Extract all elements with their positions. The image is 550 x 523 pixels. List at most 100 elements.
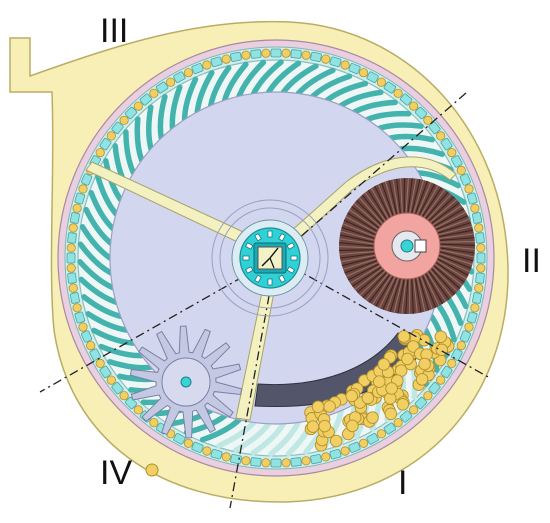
ring-cell xyxy=(191,441,204,453)
ring-ball xyxy=(221,452,231,462)
vane xyxy=(106,359,154,371)
ring-ball xyxy=(106,131,116,141)
ring-ball xyxy=(470,303,480,313)
vane xyxy=(310,73,353,99)
ring-ball xyxy=(321,54,331,64)
ring-cell xyxy=(81,330,93,343)
ring-ball xyxy=(261,48,271,58)
ring-ball xyxy=(436,131,446,141)
ring-ball xyxy=(340,446,350,456)
ring-cell xyxy=(173,71,186,83)
pile-ball xyxy=(396,398,410,411)
ring-cell xyxy=(99,365,112,379)
ring-cell xyxy=(124,106,138,120)
ring-cell xyxy=(459,173,471,186)
ring-cell xyxy=(290,457,302,467)
vane xyxy=(250,59,284,97)
ring-cell xyxy=(476,252,486,264)
pile-ball xyxy=(306,420,320,433)
axis-lines xyxy=(39,92,491,509)
ring-cell xyxy=(270,458,282,468)
ring-cell xyxy=(66,252,76,264)
vane xyxy=(324,80,369,103)
ring-ball xyxy=(149,418,159,428)
ring-cell xyxy=(111,121,124,135)
ring-ball xyxy=(95,148,105,158)
ring-cell xyxy=(290,49,302,59)
ring-ball xyxy=(474,223,484,233)
cell-ring xyxy=(66,48,486,468)
zone-label-ii: II xyxy=(522,242,541,280)
vane xyxy=(88,189,116,232)
vane xyxy=(216,419,257,449)
zone-label-i: I xyxy=(398,464,407,502)
ring-ball xyxy=(133,405,143,415)
ring-cell xyxy=(475,272,485,284)
ring-cell xyxy=(155,81,169,94)
vane xyxy=(91,327,137,346)
vane xyxy=(265,60,302,95)
ring-cell xyxy=(81,173,93,186)
ring-cell xyxy=(191,63,204,75)
ring-ball xyxy=(68,223,78,233)
pile-ball xyxy=(434,330,448,343)
ring-cell xyxy=(74,192,86,205)
vane xyxy=(79,224,113,261)
ring-ball xyxy=(301,456,311,466)
ring-cell xyxy=(69,292,80,304)
ring-cell xyxy=(440,137,453,151)
ring-ball xyxy=(78,322,88,332)
vane xyxy=(77,259,116,291)
rotor-hub-icon xyxy=(211,199,329,317)
ring-cell xyxy=(74,311,86,324)
pile-ball xyxy=(384,407,398,421)
ball-pile xyxy=(304,328,455,452)
ring-ball xyxy=(447,358,457,368)
ring-ball xyxy=(456,165,466,175)
vane xyxy=(123,129,137,176)
ring-ball xyxy=(72,303,82,313)
star-wheel-icon xyxy=(129,325,243,439)
ring-ball xyxy=(476,243,486,253)
ring-ball xyxy=(68,283,78,293)
ring-ball xyxy=(221,54,231,64)
vane xyxy=(83,206,114,246)
ring-ball xyxy=(149,88,159,98)
vane xyxy=(199,417,242,443)
ring-cell xyxy=(69,212,80,224)
ring-cell xyxy=(472,292,483,304)
ring-cell xyxy=(230,51,242,62)
ring-ball xyxy=(358,68,369,78)
ring-ball xyxy=(409,405,419,415)
ring-cell xyxy=(414,106,428,120)
ring-cell xyxy=(210,448,223,460)
ring-cell xyxy=(383,81,397,94)
ring-ball xyxy=(436,375,446,385)
ring-cell xyxy=(310,454,322,465)
ring-cell xyxy=(428,381,441,395)
vane xyxy=(134,116,145,164)
vane xyxy=(77,241,114,276)
vane xyxy=(208,65,232,109)
vane xyxy=(376,122,424,131)
pile-ball xyxy=(318,419,331,433)
pile-ball xyxy=(397,330,411,343)
vane xyxy=(280,63,319,95)
ring-ball xyxy=(66,243,76,253)
ring-cell xyxy=(210,56,223,68)
ring-ball xyxy=(133,101,143,111)
ring-cell xyxy=(348,441,361,453)
ring-cell xyxy=(173,433,186,445)
ring-ball xyxy=(281,48,291,58)
vane xyxy=(221,61,249,103)
ring-ball xyxy=(447,148,457,158)
pile-ball xyxy=(311,400,325,414)
ring-cell xyxy=(414,396,428,410)
ring-cell xyxy=(472,212,483,224)
ring-ball xyxy=(72,203,82,213)
ring-cell xyxy=(270,48,282,58)
brush-roll-icon xyxy=(339,178,475,314)
vane xyxy=(81,294,124,320)
ring-cell xyxy=(67,232,77,244)
